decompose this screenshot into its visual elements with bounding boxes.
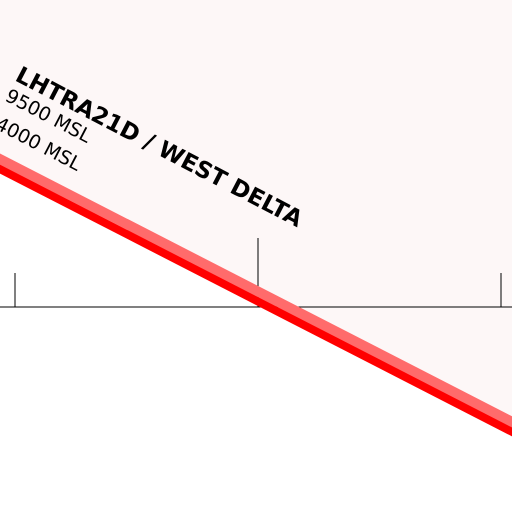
scale-bar <box>0 238 512 308</box>
airspace-area[interactable] <box>0 0 512 430</box>
airspace-boundary-halo <box>0 153 512 428</box>
airspace-boundary[interactable] <box>0 153 512 437</box>
airspace-boundary-line <box>0 164 512 437</box>
